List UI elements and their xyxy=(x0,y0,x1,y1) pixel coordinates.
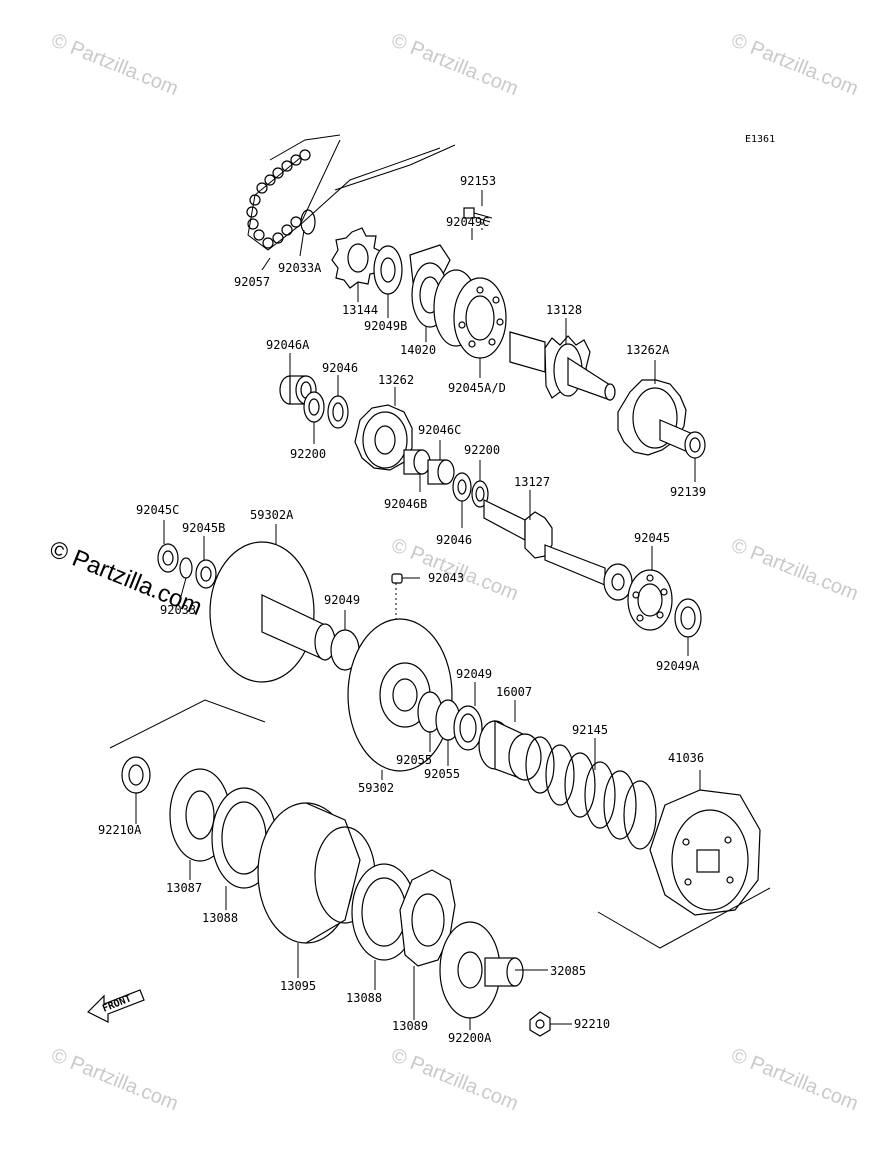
watermark: © Partzilla.com xyxy=(728,29,861,100)
seal-92049a[interactable] xyxy=(674,598,702,638)
clip-92033[interactable] xyxy=(179,557,193,579)
part-label[interactable]: 13128 xyxy=(546,303,582,317)
bearing-92045ad[interactable] xyxy=(433,269,507,359)
plate-13089[interactable] xyxy=(399,869,456,967)
part-label[interactable]: 92057 xyxy=(234,275,270,289)
part-label[interactable]: 32085 xyxy=(550,964,586,978)
watermark: © Partzilla.com xyxy=(728,534,861,605)
spring-92145[interactable] xyxy=(525,736,657,850)
part-label[interactable]: 92045A/D xyxy=(448,381,506,395)
part-label[interactable]: 16007 xyxy=(496,685,532,699)
shaft-13128[interactable] xyxy=(509,331,616,401)
part-label[interactable]: 41036 xyxy=(668,751,704,765)
watermark: © Partzilla.com xyxy=(388,29,521,100)
part-label[interactable]: 13144 xyxy=(342,303,378,317)
part-label[interactable]: 92045 xyxy=(634,531,670,545)
part-label[interactable]: 13095 xyxy=(280,979,316,993)
collar-16007[interactable] xyxy=(478,720,542,781)
part-label[interactable]: 59302 xyxy=(358,781,394,795)
watermark: © Partzilla.com xyxy=(388,1044,521,1115)
drum-13095[interactable] xyxy=(257,802,376,944)
part-label[interactable]: 92200 xyxy=(464,443,500,457)
part-label[interactable]: 13088 xyxy=(202,911,238,925)
part-label[interactable]: 92200A xyxy=(448,1031,492,1045)
part-label[interactable]: 92046 xyxy=(436,533,472,547)
ring-92046[interactable] xyxy=(327,395,349,429)
part-label[interactable]: 14020 xyxy=(400,343,436,357)
part-label[interactable]: 59302A xyxy=(250,508,294,522)
part-label[interactable]: 92055 xyxy=(396,753,432,767)
gear-13262a[interactable] xyxy=(617,379,706,459)
part-label[interactable]: 13089 xyxy=(392,1019,428,1033)
bearing-92045b[interactable] xyxy=(195,559,217,589)
bearing-92046c[interactable] xyxy=(427,459,455,485)
part-label[interactable]: 92139 xyxy=(670,485,706,499)
seal-92049b[interactable] xyxy=(453,705,483,751)
part-label[interactable]: 13127 xyxy=(514,475,550,489)
watermark: © Partzilla.com xyxy=(728,1044,861,1115)
part-label[interactable]: 92210A xyxy=(98,823,142,837)
drive-chain xyxy=(246,134,456,251)
pulley-59302a[interactable] xyxy=(209,541,360,683)
part-label[interactable]: 92145 xyxy=(572,723,608,737)
bearing-92045[interactable] xyxy=(627,569,673,631)
front-label: FRONT xyxy=(101,993,133,1014)
part-label[interactable]: 92049B xyxy=(364,319,407,333)
part-label[interactable]: 92049 xyxy=(324,593,360,607)
bearing-92046a[interactable] xyxy=(279,375,317,405)
part-label[interactable]: 92043 xyxy=(428,571,464,585)
part-labels: 92153 92057 92033A 13144 92049B 92049C 1… xyxy=(98,174,706,1045)
assembly-bracket-left xyxy=(109,699,266,749)
part-label[interactable]: 13262A xyxy=(626,343,670,357)
bolt-92153[interactable] xyxy=(463,190,493,230)
part-label[interactable]: 13087 xyxy=(166,881,202,895)
nut-92210a[interactable] xyxy=(121,756,151,794)
part-label[interactable]: 92046B xyxy=(384,497,427,511)
part-label[interactable]: 92046A xyxy=(266,338,310,352)
part-label[interactable]: 92153 xyxy=(460,174,496,188)
part-label[interactable]: 13088 xyxy=(346,991,382,1005)
part-label[interactable]: 92046 xyxy=(322,361,358,375)
washer-92049b[interactable] xyxy=(373,245,403,295)
gear-13262[interactable] xyxy=(354,404,413,471)
diagram-code: E1361 xyxy=(745,134,775,145)
part-label[interactable]: 92049A xyxy=(656,659,700,673)
part-label[interactable]: 92049C xyxy=(446,215,489,229)
clutch-shoe-41036[interactable] xyxy=(649,789,761,916)
part-label[interactable]: 92033 xyxy=(160,603,196,617)
part-label[interactable]: 92045B xyxy=(182,521,225,535)
part-label[interactable]: 92200 xyxy=(290,447,326,461)
assembly-bracket-right xyxy=(597,887,771,949)
bearing-92045c[interactable] xyxy=(157,543,179,573)
part-label[interactable]: 92210 xyxy=(574,1017,610,1031)
collar-32085[interactable] xyxy=(484,957,524,987)
washer-92200[interactable] xyxy=(303,391,325,423)
watermark: © Partzilla.com xyxy=(48,29,181,100)
ring-92046b[interactable] xyxy=(452,472,472,502)
part-label[interactable]: 92049 xyxy=(456,667,492,681)
part-label[interactable]: 92045C xyxy=(136,503,179,517)
part-label[interactable]: 92055 xyxy=(424,767,460,781)
nut-92210[interactable] xyxy=(529,1011,551,1037)
watermark: © Partzilla.com xyxy=(48,1044,181,1115)
front-arrow-icon: FRONT xyxy=(86,989,145,1023)
part-label[interactable]: 13262 xyxy=(378,373,414,387)
leader-lines xyxy=(135,228,701,1030)
sprocket-13144[interactable] xyxy=(331,227,383,289)
part-label[interactable]: 92033A xyxy=(278,261,322,275)
part-label[interactable]: 92046C xyxy=(418,423,461,437)
bearing-92046b[interactable] xyxy=(403,449,431,475)
